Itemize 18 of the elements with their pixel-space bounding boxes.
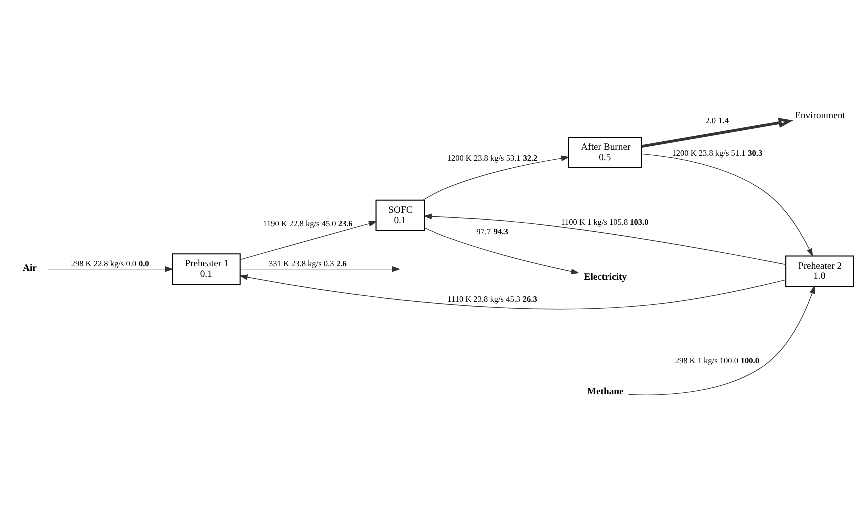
arrow [424,214,786,266]
node-text: Environment [795,110,846,122]
node-box: SOFC 0.1 [376,200,426,232]
arrow [642,154,814,257]
arrow [240,221,378,260]
arrow [628,286,816,396]
node-box: Preheater 1 0.1 [172,254,241,286]
node-box: Preheater 2 1.0 [786,256,854,288]
arrow [642,118,794,148]
arrow [424,228,580,274]
node-text: Air [23,263,37,274]
node-text: Electricity [584,272,628,284]
arrow [240,274,786,310]
arrow [423,156,570,201]
arrow [48,266,174,272]
arrow [240,266,401,272]
node-text: Methane [587,386,624,398]
node-box: After Burner 0.5 [568,137,642,168]
